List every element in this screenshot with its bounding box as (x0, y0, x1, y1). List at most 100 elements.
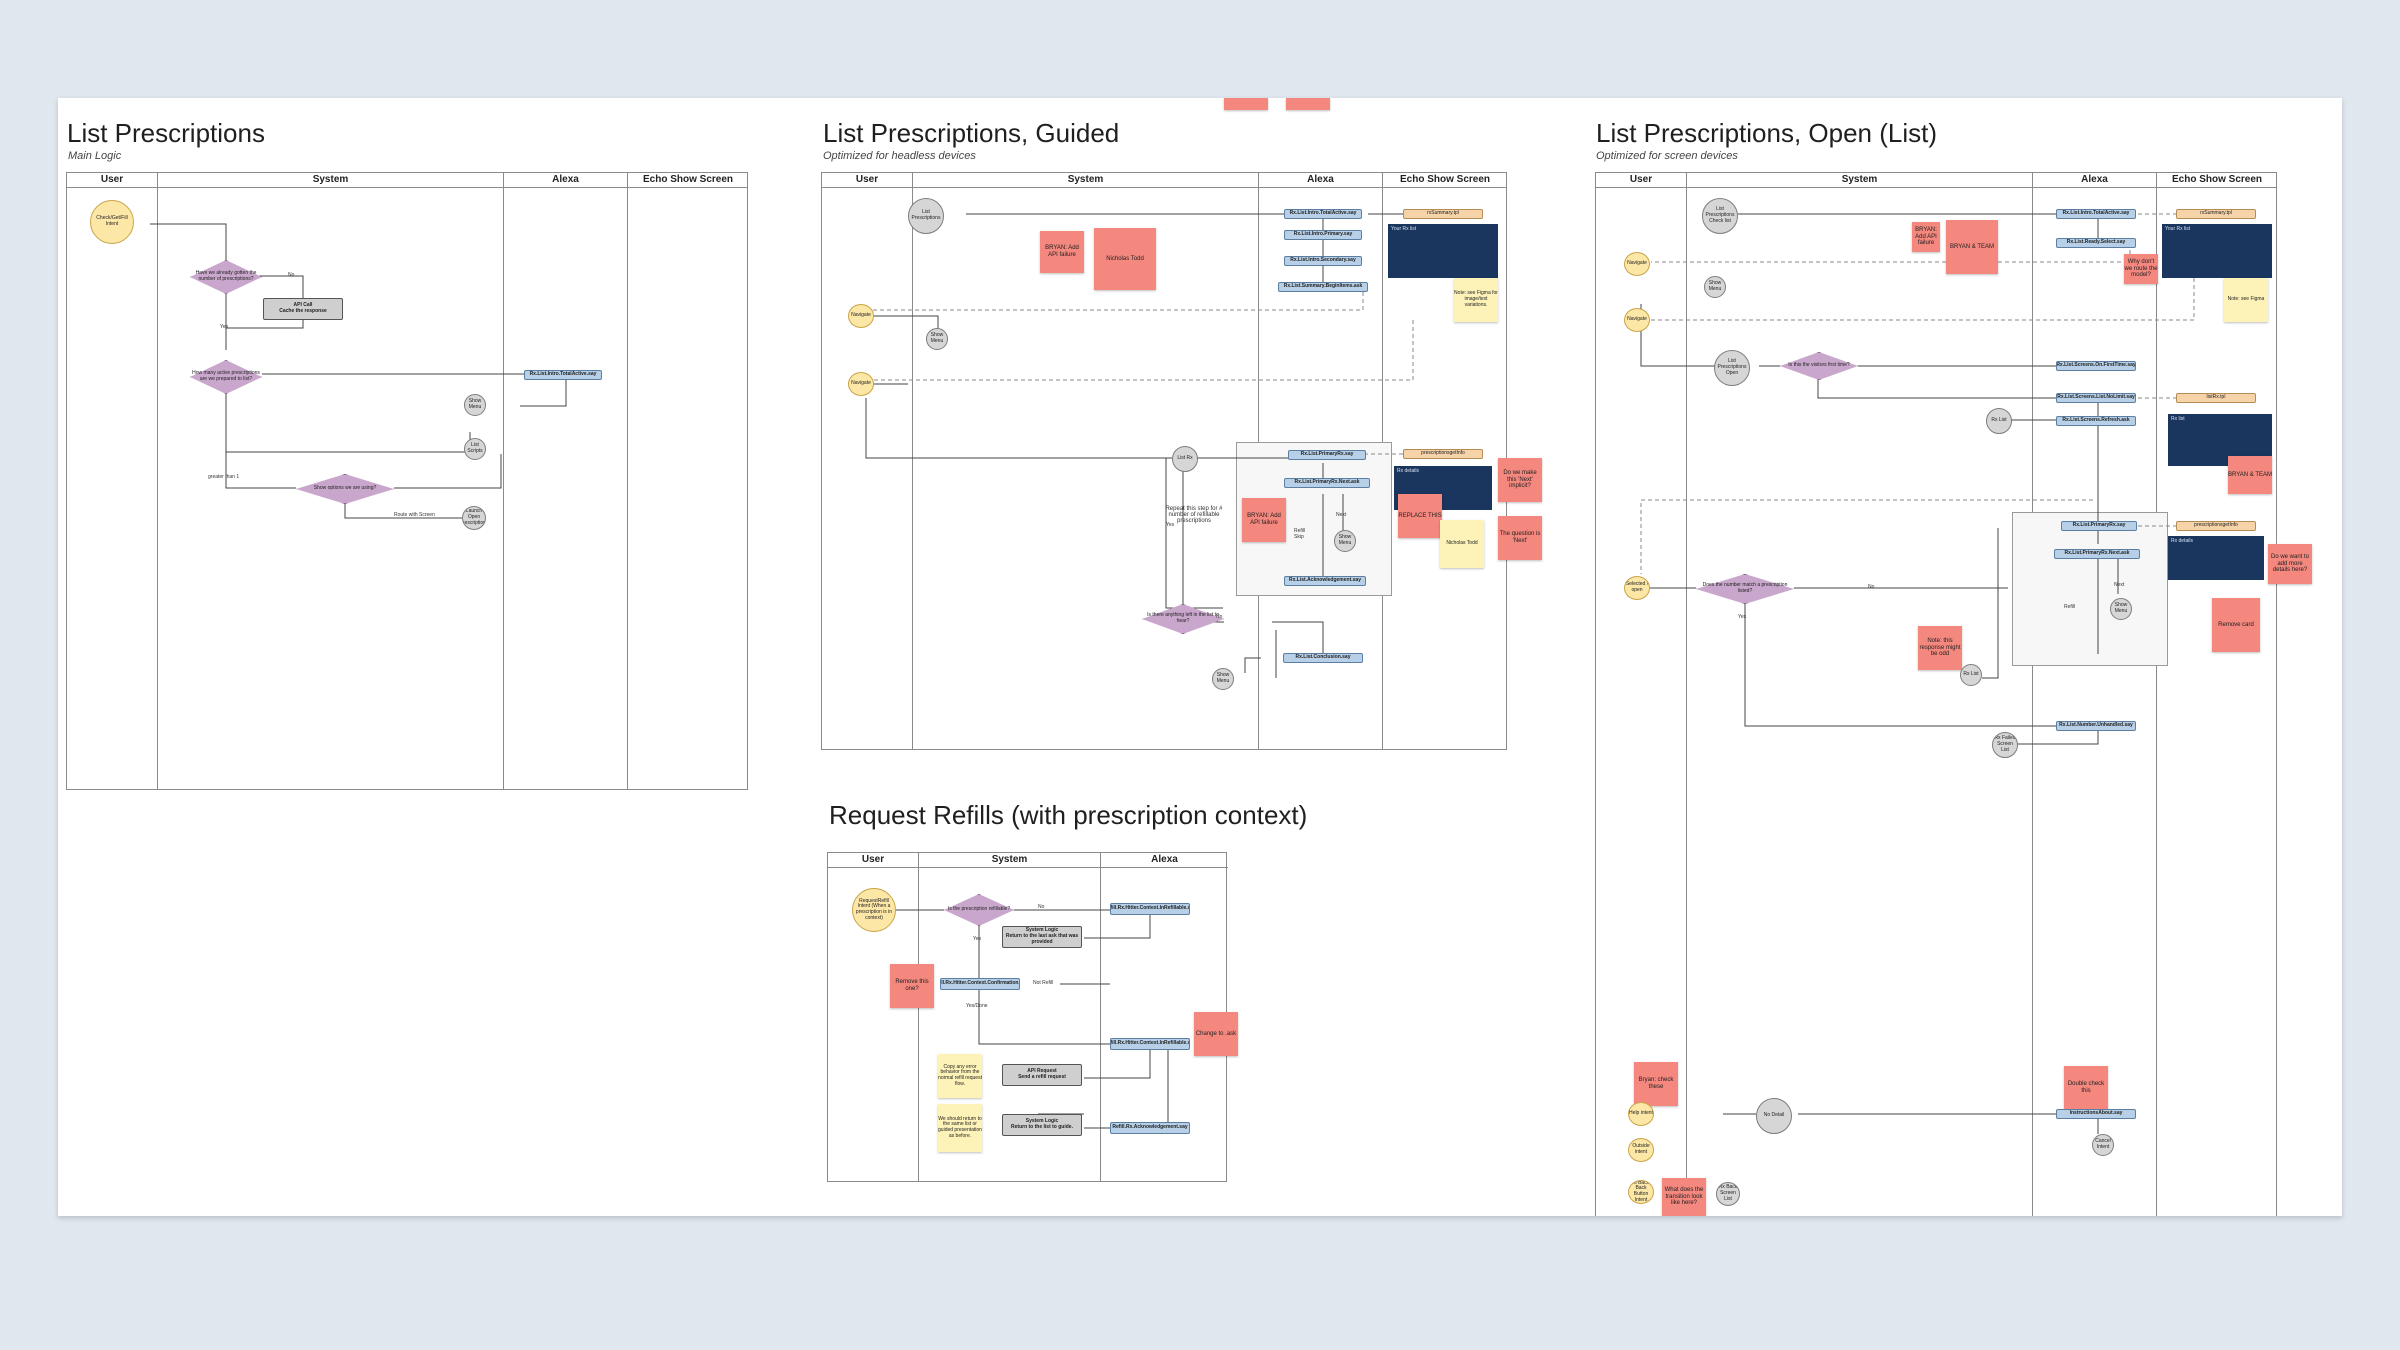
main-decision-1[interactable]: Have we already gotten the number of pre… (190, 260, 262, 294)
open-template-summary[interactable]: rxSummary.tpl (2176, 209, 2256, 219)
main-label-greater: greater than 1 (208, 474, 240, 480)
lane-header-alexa: Alexa (504, 173, 627, 188)
lane-header-echo: Echo Show Screen (628, 173, 748, 188)
main-say-total-active[interactable]: Rx.List.Intro.TotalActive.say (524, 370, 602, 380)
refill-api-request[interactable]: API Request Send a refill request (1002, 1064, 1082, 1086)
open-rx-list-circle[interactable]: Rx List (1986, 408, 2012, 434)
open-say-total-active[interactable]: Rx.List.Intro.TotalActive.say (2056, 209, 2136, 219)
main-title: List Prescriptions (67, 118, 265, 148)
guided-menu-circle-3[interactable]: Show Menu (1212, 668, 1234, 690)
refill-lane-header-alexa: Alexa (1101, 853, 1228, 868)
refill-lane-header-system: System (919, 853, 1100, 868)
main-start-circle[interactable]: Check/Get/Fill Intent (90, 200, 134, 244)
open-start-circle[interactable]: List Prescriptions Check list (1702, 198, 1738, 234)
refill-ask-confirmation[interactable]: Refill.Rx.Hitter.Context.Confirmation.as… (940, 978, 1020, 990)
open-sticky-api-failure: BRYAN: Add API failure (1912, 222, 1940, 252)
guided-list-rx-circle[interactable]: List Rx (1172, 446, 1198, 472)
open-outside-intent[interactable]: Outside intent (1628, 1138, 1654, 1162)
refill-decision-refillable-label: Is the prescription refillable? (947, 906, 1011, 913)
open-sticky-double-check: Double check this (2064, 1066, 2108, 1110)
main-menu-circle[interactable]: Show Menu (464, 394, 486, 416)
refill-label-no: No (1038, 904, 1045, 910)
guided-template-summary[interactable]: rxSummary.tpl (1403, 209, 1483, 219)
guided-lane-header-user: User (822, 173, 912, 188)
open-lane-echo: Echo Show Screen (2157, 173, 2277, 1216)
open-label-no: No (1868, 584, 1875, 590)
open-say-number-unhandled[interactable]: Rx.List.Number.Unhandled.say (2056, 721, 2136, 731)
open-list-circle[interactable]: List Prescriptions Open (1714, 350, 1750, 386)
guided-screen-summary: Your Rx list (1388, 224, 1498, 278)
refill-sticky-change-ask: Change to .ask (1194, 1012, 1238, 1056)
open-rx-list-circle-2[interactable]: Rx List (1960, 664, 1982, 686)
refill-system-logic-2[interactable]: System Logic Return to the list to guide… (1002, 1114, 1082, 1136)
main-decision-3[interactable]: Show options we are using? (296, 474, 394, 504)
guided-menu-circle[interactable]: Show Menu (926, 328, 948, 350)
open-lane-system: System (1687, 173, 2033, 1216)
guided-say-primary[interactable]: Rx.List.Intro.Primary.say (1284, 230, 1362, 240)
main-decision-2[interactable]: How many active prescriptions are we pre… (190, 360, 262, 394)
open-back-screen-circle[interactable]: Rx Back Screen List (1716, 1182, 1740, 1206)
guided-sticky-replace: REPLACE THIS (1398, 494, 1442, 538)
guided-top-sticky-2 (1286, 98, 1330, 110)
open-sticky-figma: Note: see Figma (2224, 278, 2268, 322)
open-say-ready-select[interactable]: Rx.List.Ready.Select.say (2056, 238, 2136, 248)
main-api-call[interactable]: API Call Cache the response (263, 298, 343, 320)
open-template-prescription[interactable]: prescriptionsgetInfo (2176, 521, 2256, 531)
guided-say-primary-rx[interactable]: Rx.List.PrimaryRx.say (1288, 450, 1366, 460)
open-ask-primary-next[interactable]: Rx.List.PrimaryRx.Next.ask (2054, 549, 2140, 559)
main-open-circle[interactable]: Launch Open Prescriptions (462, 506, 486, 530)
open-say-primary-rx[interactable]: Rx.List.PrimaryRx.say (2061, 521, 2137, 531)
open-help-intent[interactable]: Help intent (1628, 1102, 1654, 1126)
guided-say-conclusion[interactable]: Rx.List.Conclusion.say (1283, 653, 1363, 663)
guided-label-yes: Yes (1166, 522, 1175, 528)
refill-say-in-refillable-2[interactable]: Refill.Rx.Hitter.Context.InRefillable.sa… (1110, 1038, 1190, 1050)
canvas-board[interactable]: List Prescriptions Main Logic User Syste… (58, 98, 2342, 1216)
main-decision-1-label: Have we already gotten the number of pre… (195, 270, 257, 282)
open-sticky-route-model: Why don't we route the model? (2124, 254, 2158, 284)
open-template-list[interactable]: listRx.tpl (2176, 393, 2256, 403)
open-say-first-time[interactable]: Rx.List.Screens.On.FirstTime.say (2056, 361, 2136, 371)
refill-say-in-refillable[interactable]: Refill.Rx.Hitter.Context.InRefillable.sa… (1110, 903, 1190, 915)
guided-template-prescription[interactable]: prescriptionsgetInfo (1403, 449, 1483, 459)
open-decision-first-time[interactable]: Is this the visitors first time? (1780, 352, 1858, 380)
guided-lane-header-system: System (913, 173, 1258, 188)
open-failed-screen-circle[interactable]: Rx Failed Screen List (1992, 732, 2018, 758)
guided-navigate-2[interactable]: Navigate (848, 372, 874, 396)
guided-decision-anything-left[interactable]: Is there anything left in the list to he… (1142, 604, 1224, 634)
open-sticky-transition: What does the transition look like here? (1662, 1178, 1706, 1216)
open-ask-refresh[interactable]: Rx.List.Screens.Refresh.ask (2056, 416, 2136, 426)
refill-start-circle[interactable]: RequestRefill Intent (When a prescriptio… (852, 888, 896, 932)
main-decision-3-label: Show options we are using? (313, 485, 377, 492)
main-label-yes: Yes (220, 324, 229, 330)
refill-system-logic-1[interactable]: System Logic Return to the last ask that… (1002, 926, 1082, 948)
refill-sticky-remove: Remove this one? (890, 964, 934, 1008)
main-decision-2-label: How many active prescriptions are we pre… (192, 370, 260, 382)
lane-header-user: User (67, 173, 157, 188)
guided-say-total-active[interactable]: Rx.List.Intro.TotalActive.say (1284, 209, 1362, 219)
guided-label-no: No (1216, 614, 1223, 620)
open-say-instructions[interactable]: InstructionsAbout.say (2056, 1109, 2136, 1119)
guided-ask-begin-items[interactable]: Rx.List.Summary.BeginItems.ask (1278, 282, 1368, 292)
guided-navigate-1[interactable]: Navigate (848, 304, 874, 328)
refill-decision-refillable[interactable]: Is the prescription refillable? (944, 894, 1014, 926)
guided-start-circle[interactable]: List Prescriptions (908, 198, 944, 234)
refill-say-acknowledgement[interactable]: Refill.Rx.Acknowledgement.say (1110, 1122, 1190, 1134)
guided-say-acknowledgement[interactable]: Rx.List.Acknowledgement.say (1284, 576, 1366, 586)
open-navigate-2[interactable]: Navigate (1624, 308, 1650, 332)
guided-say-secondary[interactable]: Rx.List.Intro.Secondary.say (1284, 256, 1362, 266)
open-selected-circle[interactable]: Selected / open (1624, 576, 1650, 600)
open-no-detail-circle[interactable]: No Detail (1756, 1098, 1792, 1134)
guided-ask-primary-next[interactable]: Rx.List.PrimaryRx.Next.ask (1284, 478, 1370, 488)
open-menu-circle[interactable]: Show Menu (1704, 276, 1726, 298)
guided-menu-circle-2[interactable]: Show Menu (1334, 530, 1356, 552)
main-list-circle[interactable]: List Scripts (464, 438, 486, 460)
open-say-no-limit[interactable]: Rx.List.Screens.List.NoLimit.say (2056, 393, 2136, 403)
open-cancel-circle[interactable]: Cancel Intent (2092, 1134, 2114, 1156)
refill-label-yes: Yes (973, 936, 982, 942)
open-decision-number-match[interactable]: Does the number match a prescription lis… (1696, 574, 1794, 604)
refill-sticky-copy-error: Copy any error behavior from the normal … (938, 1054, 982, 1098)
open-back-intent[interactable]: Go Back / Back Button Intent (1628, 1180, 1654, 1204)
lane-header-system: System (158, 173, 503, 188)
open-navigate-1[interactable]: Navigate (1624, 252, 1650, 276)
open-menu-circle-2[interactable]: Show Menu (2110, 598, 2132, 620)
